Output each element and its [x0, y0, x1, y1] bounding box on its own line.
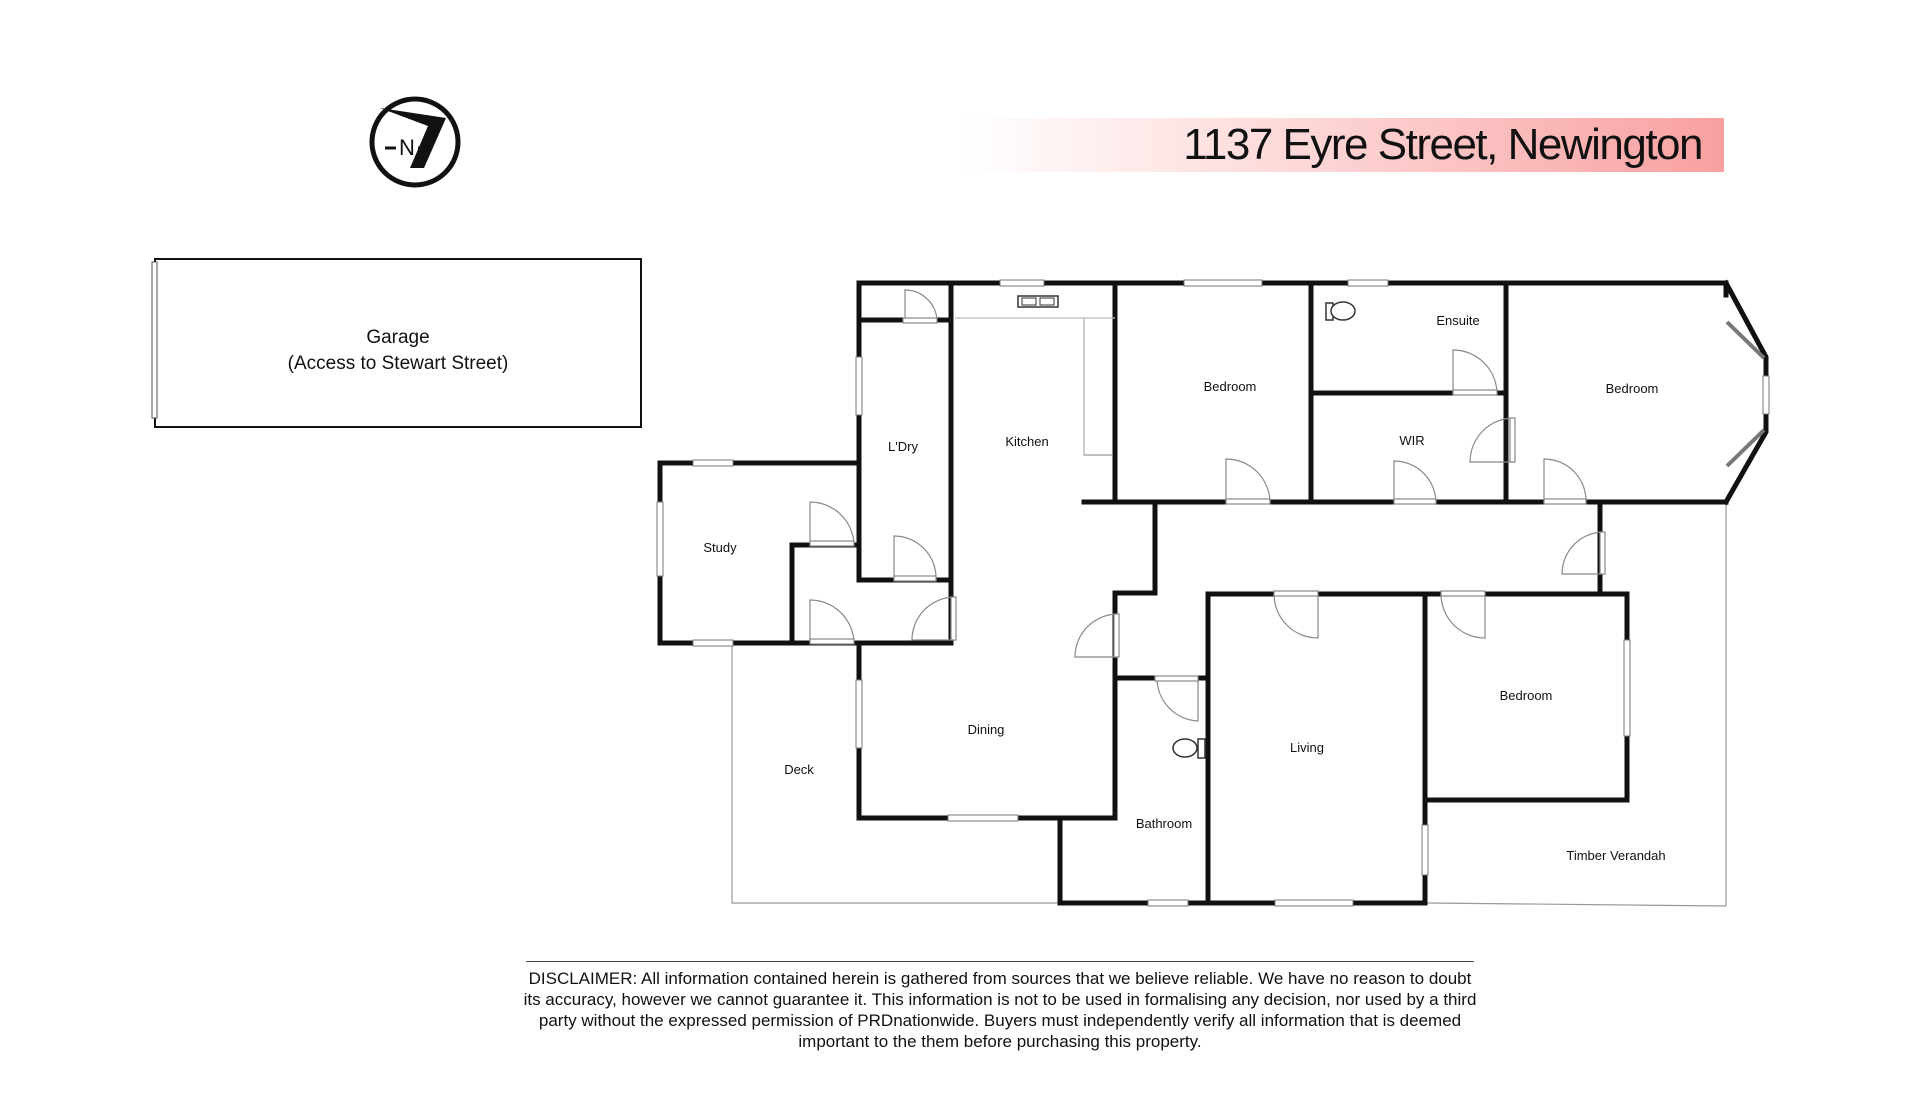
label-bedroom-2: Bedroom [1606, 381, 1659, 396]
windows [656, 279, 1770, 907]
label-bedroom-3: Bedroom [1500, 688, 1553, 703]
label-verandah: Timber Verandah [1566, 848, 1665, 863]
title-band [960, 118, 1724, 172]
label-laundry: L'Dry [888, 439, 918, 454]
kitchen-bench [955, 317, 1115, 455]
garage: Garage (Access to Stewart Street) [151, 258, 642, 428]
label-kitchen: Kitchen [1005, 434, 1048, 449]
disclaimer-divider [526, 961, 1474, 962]
label-ensuite: Ensuite [1436, 313, 1479, 328]
north-compass-icon: N [369, 96, 461, 188]
sink-icon [1017, 295, 1059, 308]
doors [809, 289, 1606, 722]
property-address: 1137 Eyre Street, Newington [1183, 120, 1703, 169]
label-study: Study [703, 540, 737, 555]
garage-subtitle: (Access to Stewart Street) [288, 353, 509, 374]
label-living: Living [1290, 740, 1324, 755]
bathroom-toilet-icon [1172, 738, 1206, 759]
walls [657, 279, 1769, 906]
room-labels: Study L'Dry Kitchen Bedroom Ensuite WIR … [703, 313, 1665, 863]
disclaimer-text: DISCLAIMER: All information contained he… [523, 969, 1477, 1051]
label-bedroom-1: Bedroom [1204, 379, 1257, 394]
label-dining: Dining [968, 722, 1005, 737]
compass-letter: N [399, 135, 415, 160]
garage-title: Garage [366, 327, 429, 348]
label-wir: WIR [1399, 433, 1424, 448]
ensuite-toilet-icon [1325, 301, 1356, 321]
label-deck: Deck [784, 762, 814, 777]
label-bathroom: Bathroom [1136, 816, 1192, 831]
